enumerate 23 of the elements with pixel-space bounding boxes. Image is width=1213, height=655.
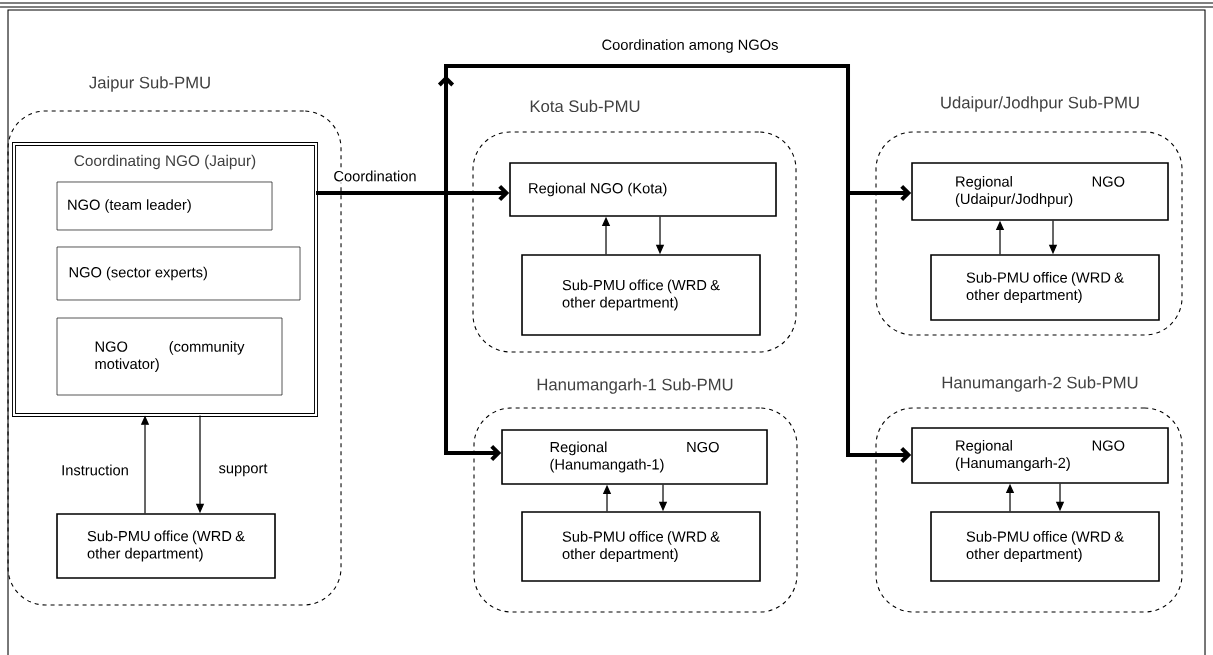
group-title: Jaipur Sub-PMU [89, 76, 210, 92]
text-box: Sub-PMU office (WRD & other department) [521, 511, 761, 582]
text-box: Sub-PMU office (WRD & other department) [930, 511, 1160, 582]
group-title: Kota Sub-PMU [530, 99, 640, 113]
text-box: Regional NGO (Kota) [509, 162, 777, 217]
text-box: Regional NGO (Hanumangath-1) [501, 429, 768, 485]
text-box: NGO (sector experts) [56, 246, 301, 301]
group-title: Hanumangarh-2 Sub-PMU [942, 376, 1138, 392]
edge-label: support [217, 462, 269, 478]
group-title: Udaipur/Jodhpur Sub-PMU [941, 96, 1139, 112]
arrow [316, 64, 912, 464]
box-title: Coordinating NGO (Jaipur) [74, 154, 256, 170]
edge-label: Coordination among NGOs [600, 37, 780, 55]
text-box: NGO (community motivator) [56, 317, 283, 396]
text-box: Regional NGO (Hanumangarh-2) [911, 427, 1169, 484]
text-box: Regional NGO (Udaipur/Jodhpur) [911, 162, 1169, 221]
group-title: Hanumangarh-1 Sub-PMU [537, 378, 733, 394]
edge-label: Instruction [59, 463, 131, 477]
edge-label: Coordination [332, 169, 418, 183]
text-box: Sub-PMU office (WRD & other department) [930, 254, 1160, 321]
text-box: NGO (team leader) [56, 181, 273, 231]
text-box: Sub-PMU office (WRD & other department) [521, 254, 761, 336]
text-box: Sub-PMU office (WRD & other department) [56, 513, 276, 579]
